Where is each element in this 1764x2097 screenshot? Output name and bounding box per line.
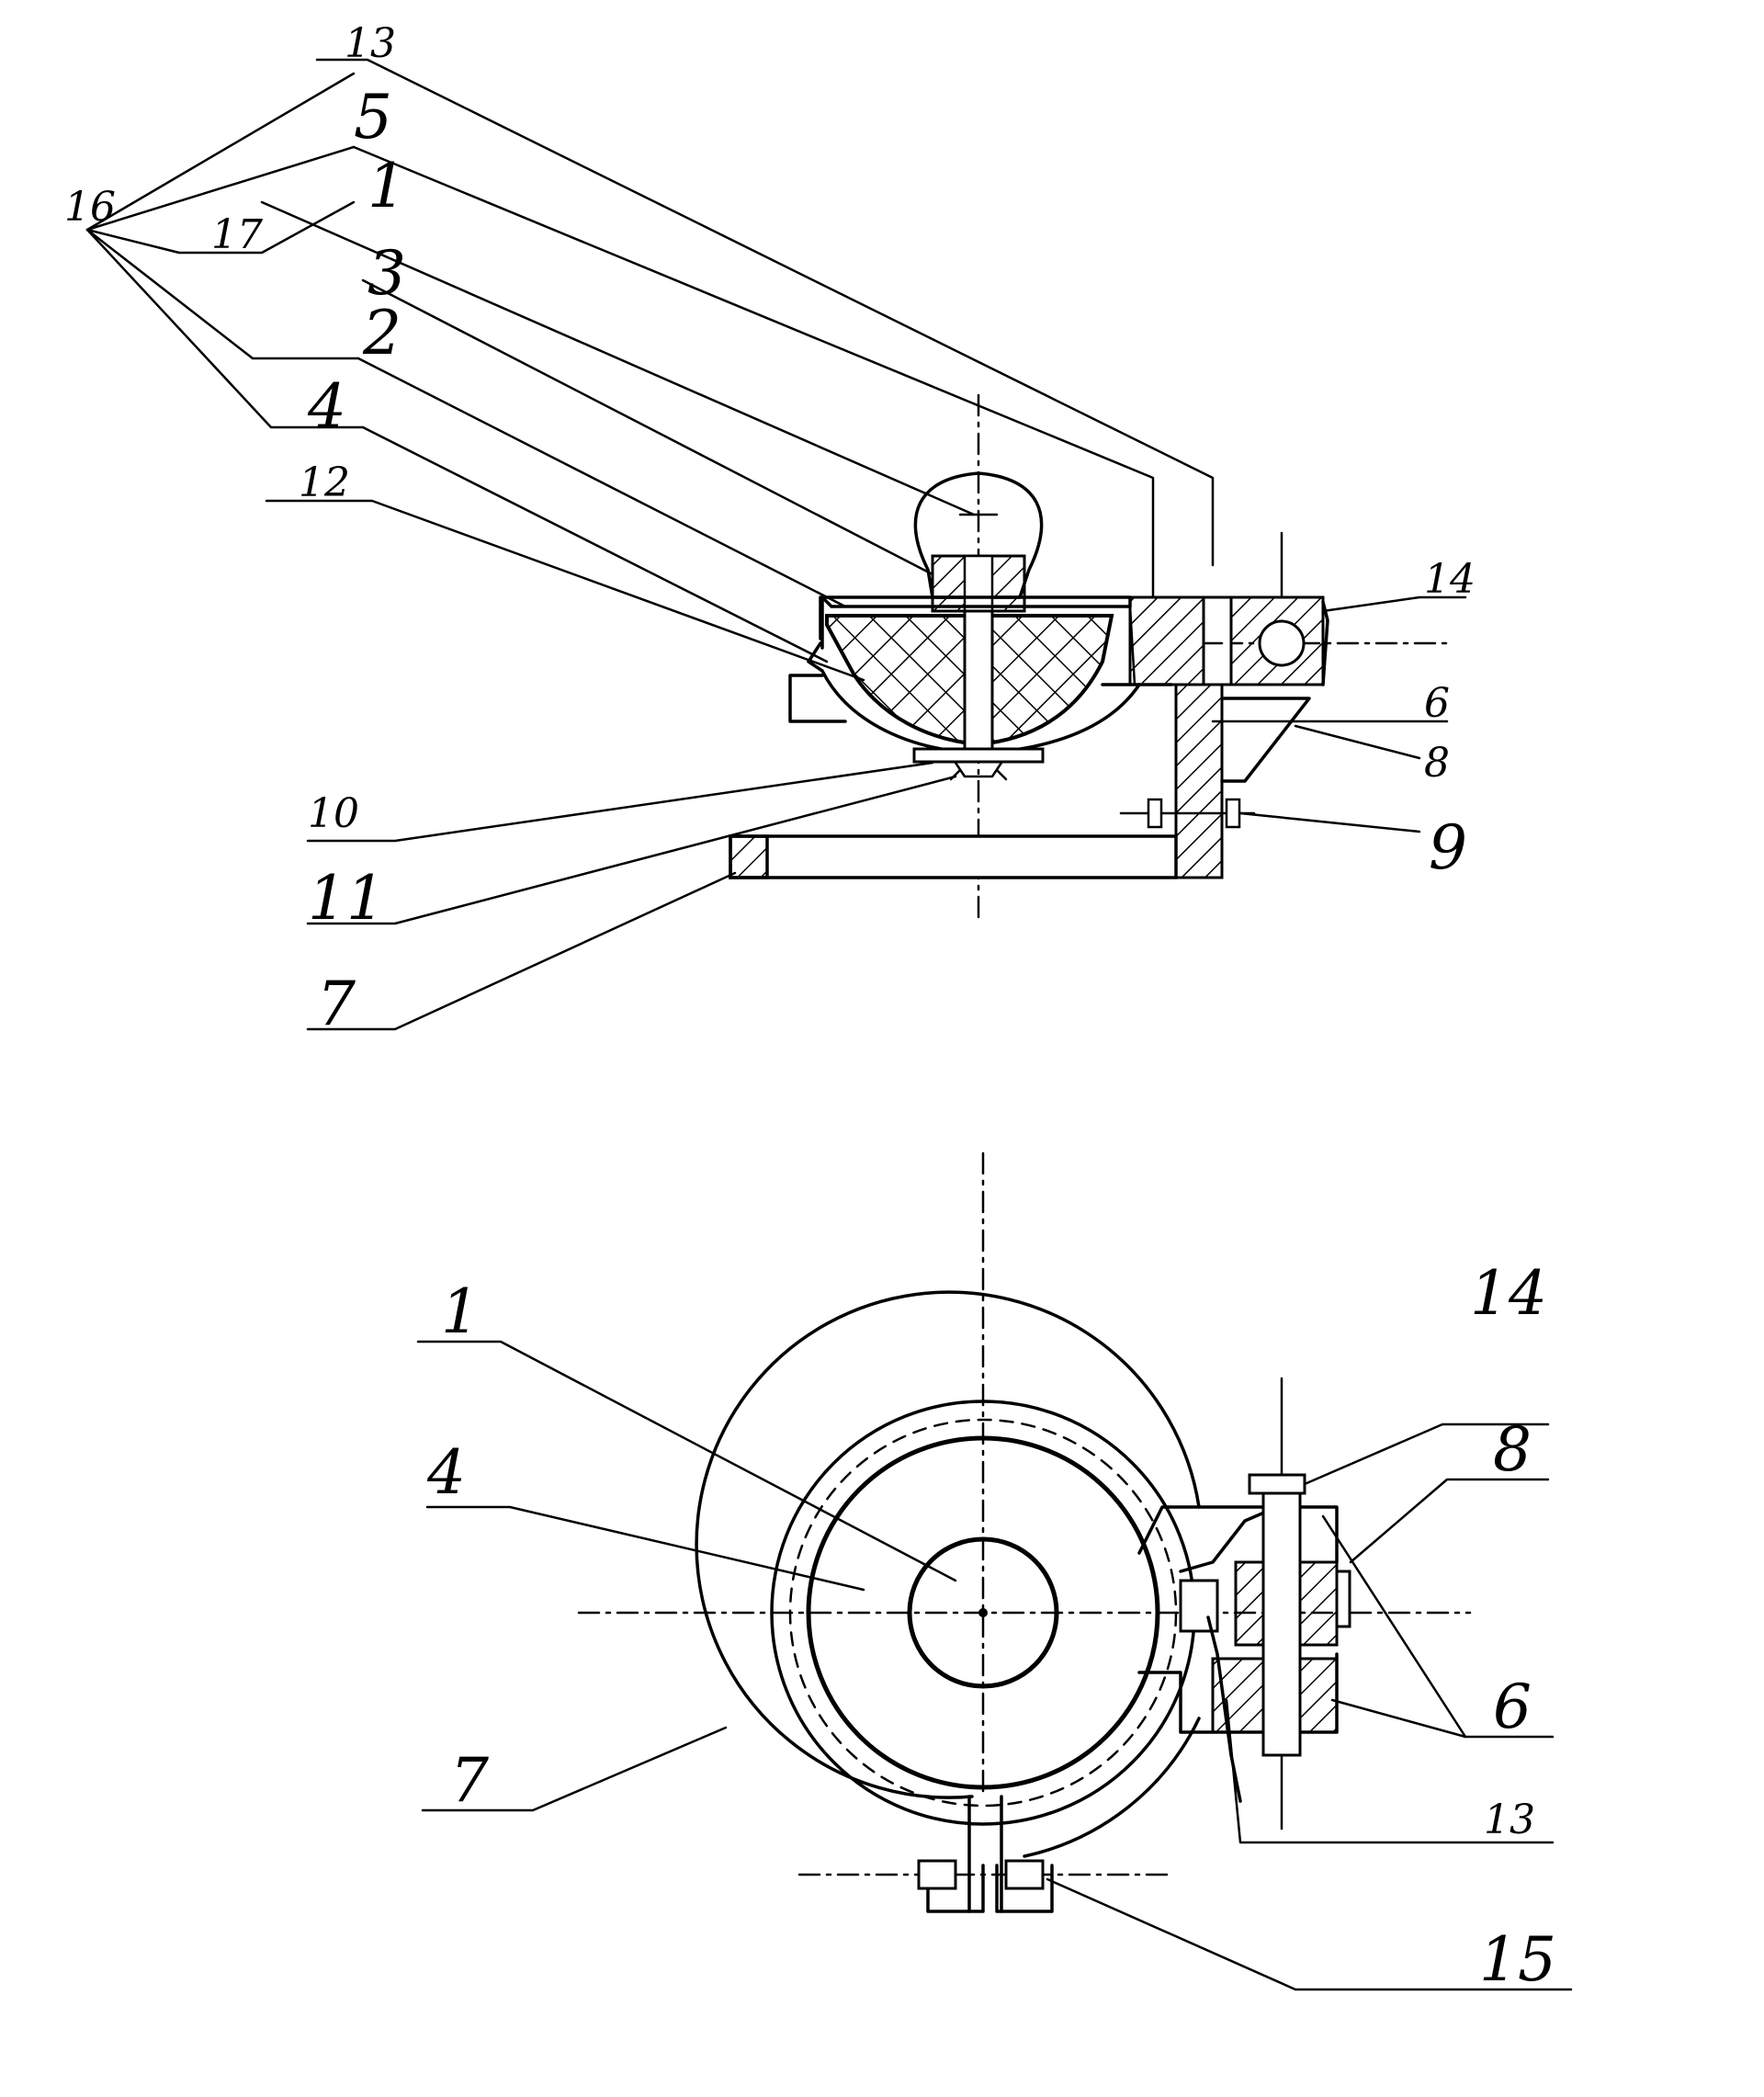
leader-16d: [85, 228, 360, 360]
plan-label-6: 6: [1493, 1672, 1532, 1742]
clamp-ring-outer-right: [1023, 1717, 1201, 1858]
top-labels: 13 5 16 17 1 3 2 4 12 14 6 8 9 10 11 7: [64, 20, 1476, 1039]
bracket: [1220, 697, 1311, 783]
plan-link: [1206, 1615, 1242, 1803]
plan-hub: [907, 1536, 1059, 1689]
base-plate: [729, 834, 1178, 879]
vertical-arm: [1174, 683, 1224, 879]
label-11: 11: [308, 863, 385, 934]
plan-leader-4: [425, 1505, 865, 1592]
plan-slot: [1179, 1579, 1219, 1633]
plan-leaders: [416, 1340, 1573, 1991]
leader-16c: [85, 200, 356, 255]
plan-label-8: 8: [1493, 1414, 1532, 1485]
plan-leader-1: [416, 1340, 957, 1582]
label-4: 4: [307, 371, 346, 442]
label-1: 1: [368, 151, 406, 221]
plan-label-13: 13: [1484, 1797, 1535, 1843]
leader-2: [356, 357, 847, 608]
plan-leader-7: [421, 1726, 728, 1812]
top-leaders: [85, 58, 1467, 1031]
plan-leader-15: [1046, 1877, 1573, 1991]
plan-label-4: 4: [426, 1437, 466, 1508]
leader-5: [352, 145, 1155, 599]
left-flange: [788, 674, 847, 723]
leader-12: [265, 499, 865, 682]
section-view: [729, 393, 1453, 921]
clamp-ring-outer: [695, 1290, 1201, 1799]
leader-16a: [85, 72, 356, 232]
plan-leader-13: [1225, 1698, 1555, 1844]
hub-bore: [963, 554, 994, 613]
bolt-9-nut: [1225, 798, 1241, 829]
leader-16b: [85, 145, 356, 232]
label-9: 9: [1429, 812, 1467, 883]
label-17: 17: [211, 211, 263, 258]
leader-9: [1238, 811, 1421, 833]
plan-leader-6b: [1330, 1698, 1467, 1739]
label-10: 10: [308, 790, 359, 837]
label-2: 2: [362, 298, 401, 368]
plan-bolt-14: [1261, 1487, 1302, 1757]
right-block-slot: [1202, 595, 1233, 686]
pin-hole: [1258, 619, 1306, 667]
plan-center: [978, 1608, 988, 1617]
plan-end-cap: [1335, 1570, 1351, 1628]
label-14: 14: [1424, 556, 1476, 603]
clamp-bolt-head: [917, 1859, 957, 1890]
label-5: 5: [354, 82, 392, 153]
leader-16e: [85, 228, 365, 429]
label-7: 7: [317, 969, 356, 1039]
leader-4: [361, 425, 829, 663]
leader-11: [306, 775, 957, 925]
block-end: [1321, 600, 1329, 686]
leader-1: [260, 200, 976, 516]
plan-label-15: 15: [1479, 1924, 1556, 1995]
leader-14: [1321, 595, 1467, 613]
shaft: [963, 609, 994, 755]
leader-13: [315, 58, 1215, 567]
plan-view: [577, 1151, 1472, 1913]
leader-7: [306, 871, 737, 1031]
label-16: 16: [64, 184, 116, 231]
leader-10: [306, 761, 934, 843]
plan-leader-14: [1303, 1423, 1550, 1486]
clamp-bolt-nut: [1004, 1859, 1045, 1890]
leader-3: [361, 278, 934, 576]
knob: [913, 471, 1044, 599]
leader-8: [1294, 724, 1421, 760]
label-12: 12: [299, 459, 350, 506]
right-block-left: [1128, 595, 1205, 686]
plan-arm-curve: [1179, 1505, 1279, 1573]
label-8: 8: [1424, 740, 1450, 787]
plan-bolt-14-head: [1248, 1473, 1306, 1495]
housing-left-wall: [819, 595, 824, 650]
washer: [912, 747, 1045, 764]
plan-labels: 1 4 14 8 6 7 13 15: [426, 1258, 1556, 1995]
clamp-tabs: [967, 1795, 1003, 1913]
label-3: 3: [368, 238, 406, 309]
plan-label-14: 14: [1470, 1258, 1547, 1329]
label-6: 6: [1424, 680, 1450, 727]
base-plate-end: [729, 834, 769, 879]
label-13: 13: [345, 20, 396, 67]
inner-ring-inner: [806, 1435, 1160, 1790]
bolt-9-head: [1147, 798, 1163, 829]
plan-label-1: 1: [441, 1276, 480, 1347]
inner-ring-dashed: [788, 1418, 1178, 1808]
plan-leader-8: [1349, 1478, 1550, 1564]
plan-label-7: 7: [450, 1745, 489, 1816]
